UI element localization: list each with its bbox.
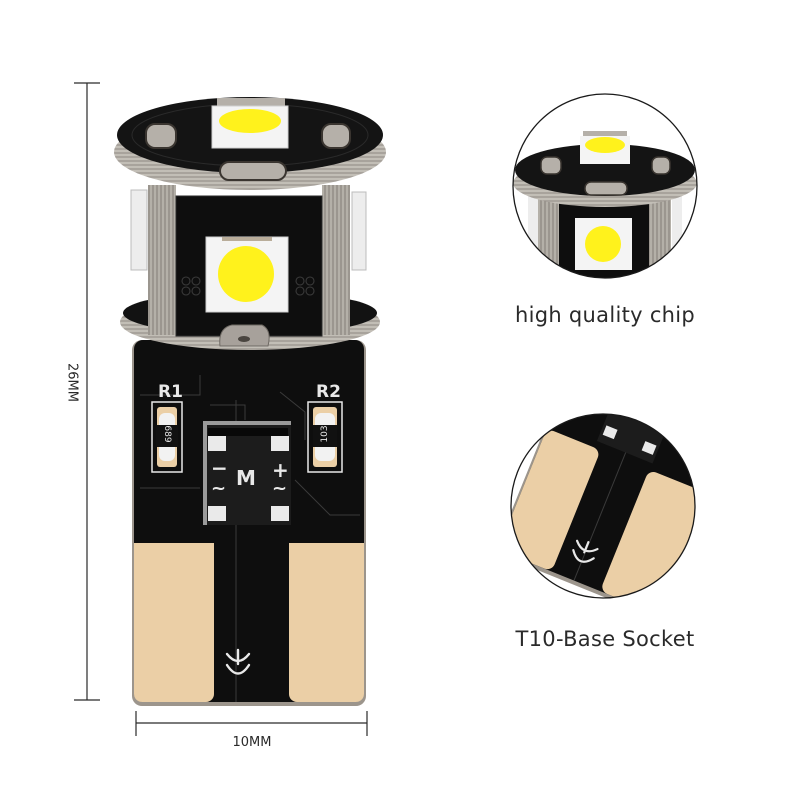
top-led-emitter [219,109,281,133]
chip-pad-br [271,506,289,521]
resistor-r2-label: R2 [316,382,341,402]
chip-pad-tr [271,436,289,451]
chip-ac-right-symbol: ~ [272,478,288,499]
callout-chip-caption: high quality chip [514,303,696,327]
callout-socket-detail [510,413,696,599]
resistor-r1-label: R1 [158,382,183,402]
width-dimension-label: 10MM [232,735,272,750]
led-bulb [114,97,386,706]
front-led-emitter [218,246,274,302]
solder-joint [219,324,270,347]
rectifier-chip [203,421,291,525]
width-dimension [135,711,368,736]
copper-pad-left [134,543,214,702]
chip-pad-tl [208,436,226,451]
front-led-board [175,195,323,337]
resistor-r2 [307,401,343,473]
chip-center-label: M [236,466,256,490]
chip-pad-bl [208,506,226,521]
callout-socket-caption: T10-Base Socket [515,627,695,651]
height-dimension-label: 26MM [64,363,80,402]
column-left [148,185,176,335]
resistor-r1 [151,401,183,473]
column-right [322,185,350,335]
callout-chip-detail [512,93,698,279]
ce-mark-icon [225,648,251,675]
chip-ac-left-symbol: ~ [211,478,227,499]
copper-pad-right [289,543,364,702]
resistor-r1-code: 689 [162,425,172,443]
chip-plus-symbol: + [272,458,289,482]
top-disc [114,97,386,190]
resistor-r2-code: 103 [320,425,330,443]
chip-minus-symbol: − [211,456,228,480]
height-dimension [74,82,100,701]
